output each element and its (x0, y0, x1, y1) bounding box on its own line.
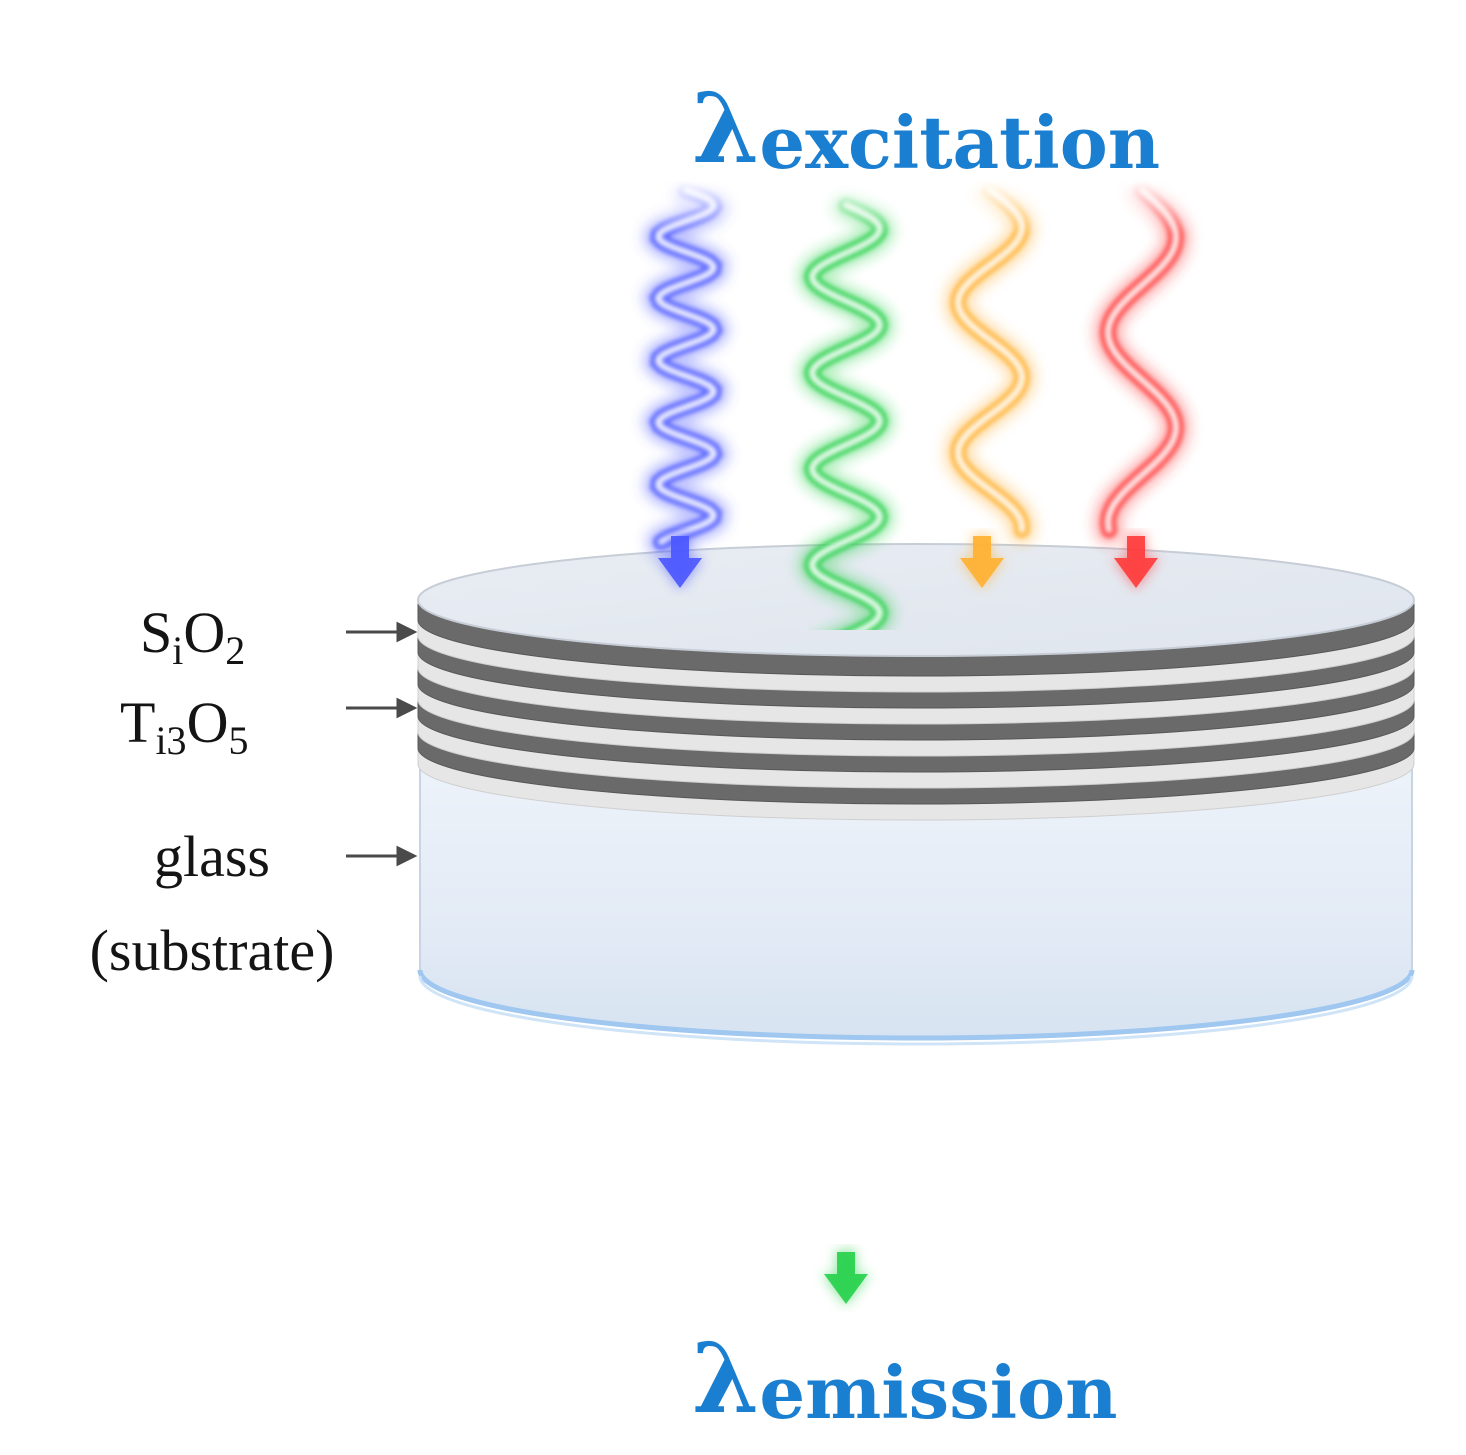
ti3o5-pointer-arrow (346, 697, 418, 719)
filter-disc (417, 543, 1415, 1046)
layer-labels: SiO2 Ti3O5 glass (substrate) (90, 600, 418, 983)
blue-excitation-wave (640, 175, 732, 557)
excitation-symbol: λ (692, 72, 759, 185)
ti3o5-label: Ti3O5 (120, 690, 248, 763)
red-excitation-wave (1092, 175, 1192, 545)
light-waves (640, 175, 1192, 1306)
orange-excitation-wave (942, 175, 1038, 545)
emission-subscript: emission (759, 1350, 1117, 1435)
thin-film-layers (417, 603, 1415, 821)
sio2-pointer-arrow (346, 621, 418, 643)
green-emission-arrow (822, 1250, 870, 1306)
emission-symbol: λ (692, 1322, 759, 1435)
excitation-label: λexcitation (692, 72, 1160, 185)
blue-excitation-arrow (656, 534, 704, 590)
glass-pointer-arrow (346, 845, 418, 867)
red-excitation-arrow (1112, 534, 1160, 590)
sio2-label: SiO2 (140, 600, 245, 673)
disc-top-face (417, 543, 1415, 657)
substrate-label: (substrate) (90, 918, 335, 983)
emission-label: λemission (692, 1322, 1117, 1435)
green-emission-wave (796, 190, 896, 1276)
orange-excitation-arrow (958, 534, 1006, 590)
glass-label: glass (154, 824, 270, 889)
glass-bottom-edge (417, 969, 1415, 1041)
excitation-subscript: excitation (759, 100, 1160, 185)
